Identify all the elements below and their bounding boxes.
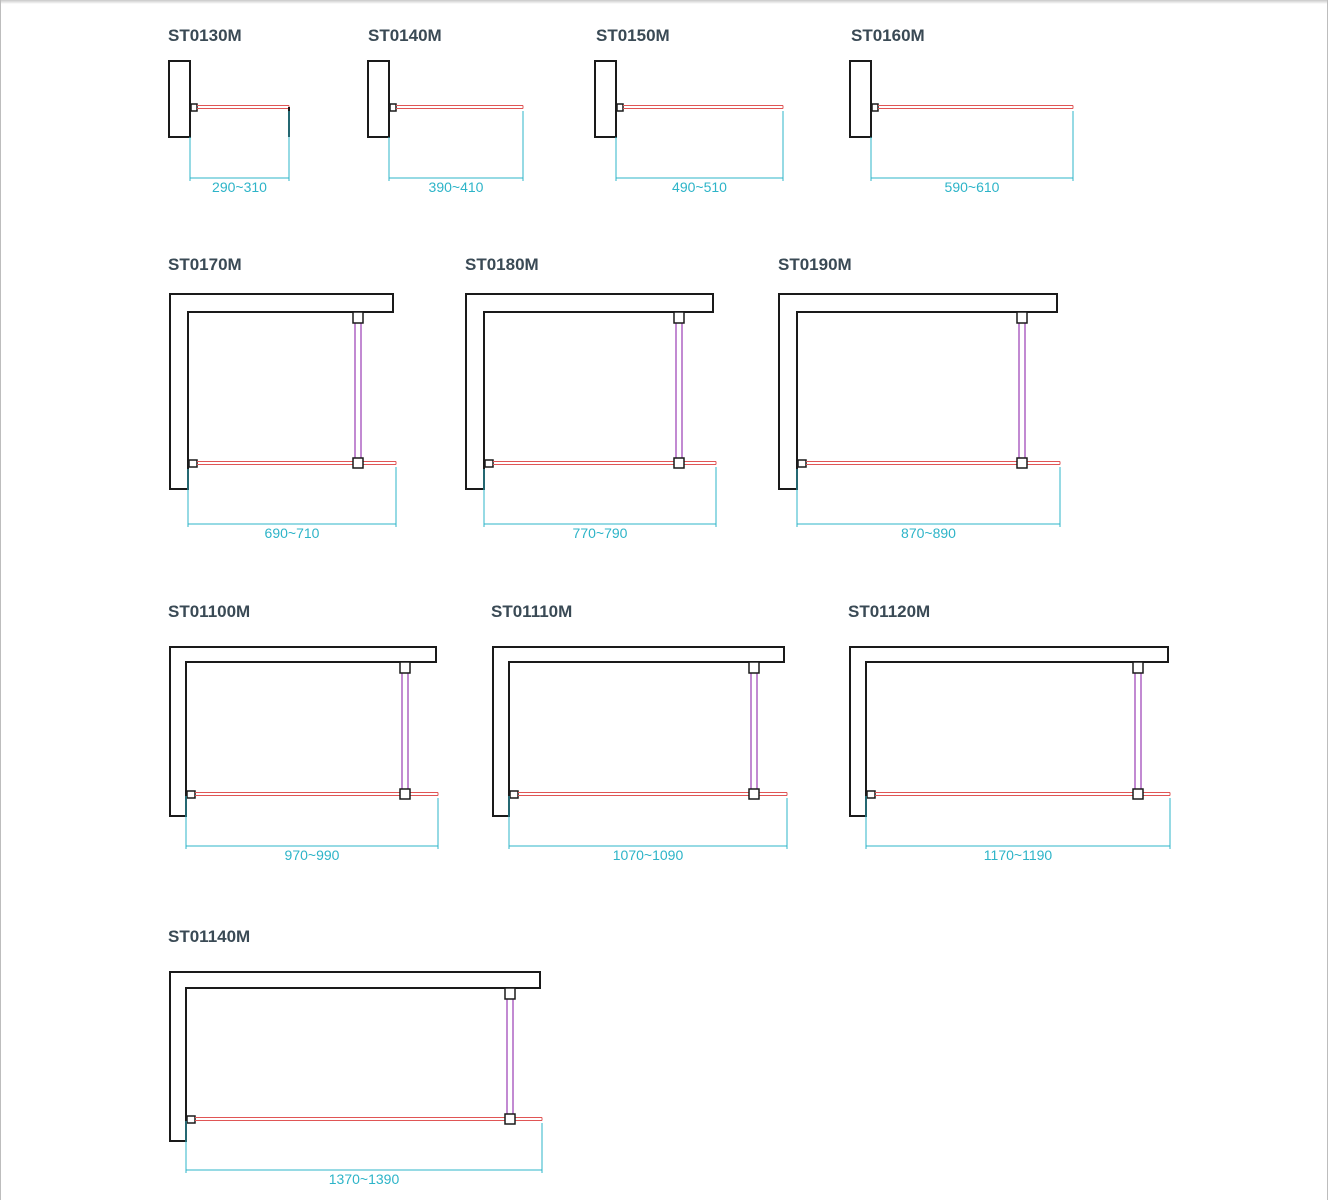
model-diagram-st0170m: ST0170M 690~710 xyxy=(168,255,397,541)
wall-outline xyxy=(492,646,785,817)
model-title: ST0170M xyxy=(168,255,242,274)
arm-glass-clamp xyxy=(399,788,411,800)
dimension-label: 490~510 xyxy=(672,179,727,195)
wall-bracket xyxy=(186,790,196,799)
model-diagram-st0160m: ST0160M 590~610 xyxy=(849,26,1074,195)
arm-wall-clamp xyxy=(1132,661,1144,674)
model-title: ST0180M xyxy=(465,255,539,274)
dimension-label: 770~790 xyxy=(573,525,628,541)
dimension-label: 390~410 xyxy=(429,179,484,195)
wall-bracket xyxy=(871,103,879,112)
wall-bracket xyxy=(389,103,397,112)
model-diagram-st01140m: ST01140M 1370~1390 xyxy=(168,927,543,1187)
wall-bracket xyxy=(484,459,494,468)
model-diagram-st0140m: ST0140M 390~410 xyxy=(367,26,524,195)
arm-wall-clamp xyxy=(1016,311,1028,324)
wall-column xyxy=(594,60,617,138)
arm-glass-clamp xyxy=(504,1113,516,1125)
arm-glass-clamp xyxy=(673,457,685,469)
dimension-label: 970~990 xyxy=(285,847,340,863)
wall-column xyxy=(168,60,191,138)
wall-bracket xyxy=(186,1115,196,1124)
wall-outline xyxy=(169,293,394,490)
arm-glass-clamp xyxy=(1016,457,1028,469)
wall-bracket xyxy=(188,459,198,468)
model-diagram-st01120m: ST01120M 1170~1190 xyxy=(848,602,1171,863)
wall-outline xyxy=(169,646,437,817)
wall-bracket xyxy=(797,459,807,468)
wall-column xyxy=(367,60,390,138)
model-diagram-st0130m: ST0130M 290~310 xyxy=(168,26,290,195)
arm-glass-clamp xyxy=(1132,788,1144,800)
wall-column xyxy=(849,60,872,138)
wall-outline xyxy=(169,971,541,1142)
model-diagram-st0150m: ST0150M 490~510 xyxy=(594,26,784,195)
arm-wall-clamp xyxy=(673,311,685,324)
arm-wall-clamp xyxy=(504,987,516,1000)
dimension-label: 1370~1390 xyxy=(329,1171,400,1187)
model-title: ST0160M xyxy=(851,26,925,45)
model-diagram-st0180m: ST0180M 770~790 xyxy=(465,255,717,541)
wall-outline xyxy=(849,646,1169,817)
wall-bracket xyxy=(616,103,624,112)
wall-outline xyxy=(778,293,1058,490)
arm-wall-clamp xyxy=(748,661,760,674)
dimension-label: 1170~1190 xyxy=(984,847,1053,863)
arm-wall-clamp xyxy=(399,661,411,674)
page-left-border xyxy=(0,0,1,1200)
arm-glass-clamp xyxy=(352,457,364,469)
arm-wall-clamp xyxy=(352,311,364,324)
dimension-label: 1070~1090 xyxy=(613,847,684,863)
model-title: ST0150M xyxy=(596,26,670,45)
model-title: ST01100M xyxy=(168,602,250,621)
wall-bracket xyxy=(509,790,519,799)
model-diagram-st01100m: ST01100M 970~990 xyxy=(168,602,439,863)
dimension-label: 290~310 xyxy=(212,179,267,195)
wall-bracket xyxy=(190,103,198,112)
model-diagram-st01110m: ST01110M 1070~1090 xyxy=(491,602,788,863)
dimension-label: 870~890 xyxy=(901,525,956,541)
model-diagram-st0190m: ST0190M 870~890 xyxy=(778,255,1061,541)
model-title: ST0140M xyxy=(368,26,442,45)
arm-glass-clamp xyxy=(748,788,760,800)
wall-bracket xyxy=(866,790,876,799)
dimension-label: 690~710 xyxy=(265,525,320,541)
wall-outline xyxy=(465,293,714,490)
dimension-label: 590~610 xyxy=(945,179,1000,195)
model-title: ST01120M xyxy=(848,602,930,621)
model-title: ST01140M xyxy=(168,927,250,946)
model-title: ST01110M xyxy=(491,602,572,621)
page-top-shadow xyxy=(0,0,1328,4)
model-title: ST0130M xyxy=(168,26,242,45)
model-title: ST0190M xyxy=(778,255,852,274)
